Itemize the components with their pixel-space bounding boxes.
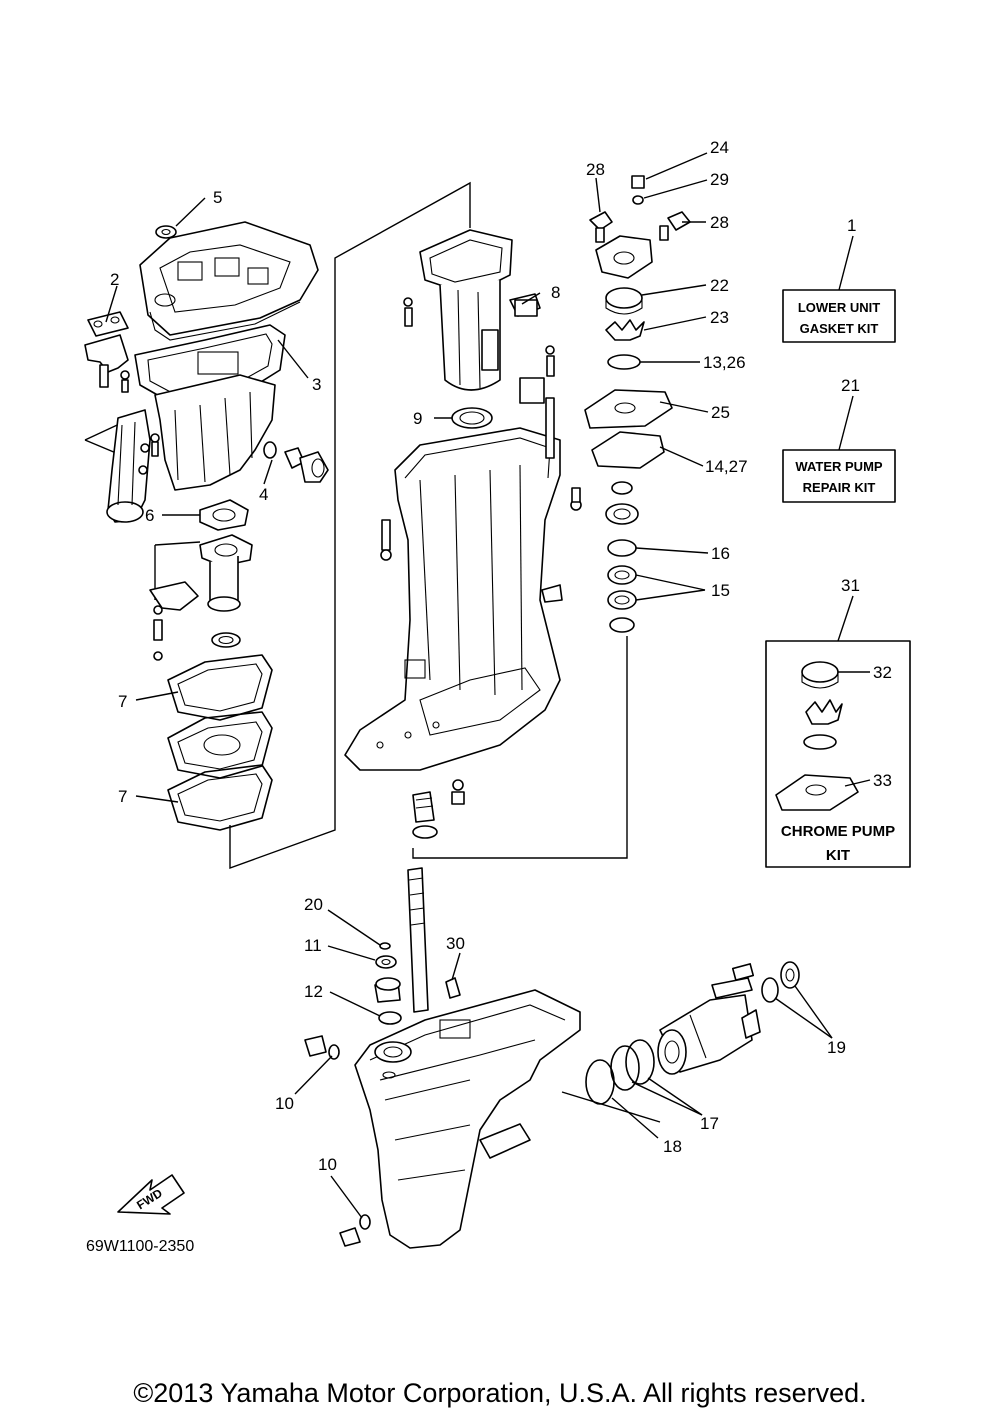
bracket-part-2 xyxy=(84,311,130,393)
mounting-plate xyxy=(167,711,273,779)
callout-24: 24 xyxy=(710,138,729,157)
water-pump-kit-line1: WATER PUMP xyxy=(795,459,882,474)
callout-20: 20 xyxy=(304,895,323,914)
callout-15: 15 xyxy=(711,581,730,600)
fitting-part-4 xyxy=(263,441,329,483)
lower-unit-kit-line2: GASKET KIT xyxy=(800,321,879,336)
exhaust-gasket xyxy=(134,324,286,406)
bearing-parts xyxy=(374,942,461,1025)
upper-casing xyxy=(344,345,582,771)
callout-8: 8 xyxy=(551,283,560,302)
callout-numbers: 5 2 3 4 6 7 7 8 9 1 21 31 24 29 28 28 22… xyxy=(110,138,892,1174)
exhaust-guide-tube xyxy=(149,534,253,661)
callout-23: 23 xyxy=(710,308,729,327)
callout-13-26: 13,26 xyxy=(703,353,746,372)
callout-12: 12 xyxy=(304,982,323,1001)
upper-exhaust-plate xyxy=(139,221,319,341)
callout-11: 11 xyxy=(304,936,322,955)
callout-5: 5 xyxy=(213,188,222,207)
water-tube-assembly xyxy=(106,409,160,523)
callout-30: 30 xyxy=(446,934,465,953)
callout-10-lower: 10 xyxy=(318,1155,337,1174)
lower-exhaust-housing xyxy=(154,374,276,491)
callout-31: 31 xyxy=(841,576,860,595)
callout-9: 9 xyxy=(413,409,422,428)
callout-28-left: 28 xyxy=(586,160,605,179)
callout-1: 1 xyxy=(847,216,856,235)
lower-unit-kit-line1: LOWER UNIT xyxy=(798,300,880,315)
forward-arrow-icon: FWD xyxy=(117,1174,185,1215)
callout-7-lower: 7 xyxy=(118,787,127,806)
callout-10-upper: 10 xyxy=(275,1094,294,1113)
drain-screws xyxy=(304,1035,371,1247)
prop-shaft-housing xyxy=(585,961,800,1105)
callout-29: 29 xyxy=(710,170,729,189)
callout-3: 3 xyxy=(312,375,321,394)
seal-part-9 xyxy=(451,407,493,429)
callout-28-right: 28 xyxy=(710,213,729,232)
assembly-guide-lines xyxy=(84,181,628,869)
gasket-part-6 xyxy=(199,499,249,531)
callout-17: 17 xyxy=(700,1114,719,1133)
callout-32: 32 xyxy=(873,663,892,682)
gasket-part-7-lower xyxy=(167,764,273,831)
copyright-notice: ©2013 Yamaha Motor Corporation, U.S.A. A… xyxy=(133,1378,867,1408)
diagram-code: 69W1100-2350 xyxy=(86,1238,195,1255)
callout-7-upper: 7 xyxy=(118,692,127,711)
callout-21: 21 xyxy=(841,376,860,395)
callout-25: 25 xyxy=(711,403,730,422)
callout-14-27: 14,27 xyxy=(705,457,748,476)
chrome-pump-kit-parts xyxy=(775,661,859,811)
drive-shaft-parts xyxy=(412,779,465,839)
gasket-part-7-upper xyxy=(167,654,273,721)
lower-gear-case xyxy=(354,989,581,1249)
leader-lines xyxy=(105,152,871,1219)
callout-19: 19 xyxy=(827,1038,846,1057)
drive-shaft xyxy=(407,867,429,1013)
callout-2: 2 xyxy=(110,270,119,289)
water-pump-kit-line2: REPAIR KIT xyxy=(803,480,876,495)
callout-18: 18 xyxy=(663,1137,682,1156)
callout-16: 16 xyxy=(711,544,730,563)
rubber-mount-part-8 xyxy=(509,293,541,317)
exhaust-tube-part xyxy=(403,229,513,391)
water-pump-stack xyxy=(584,175,691,633)
callout-33: 33 xyxy=(873,771,892,790)
grommet-part-5 xyxy=(155,225,177,239)
chrome-pump-kit-line1: CHROME PUMP xyxy=(781,823,895,840)
callout-4: 4 xyxy=(259,485,268,504)
callout-6: 6 xyxy=(145,506,154,525)
callout-22: 22 xyxy=(710,276,729,295)
chrome-pump-kit-line2: KIT xyxy=(826,847,850,864)
